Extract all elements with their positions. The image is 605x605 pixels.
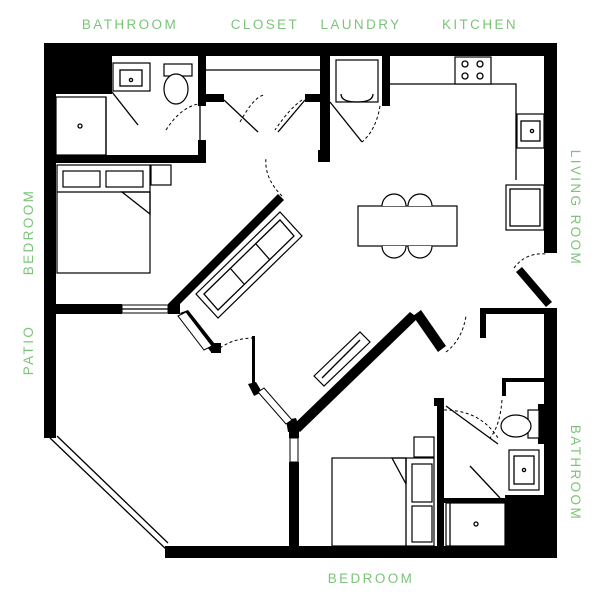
interior-walls: [56, 56, 552, 546]
top-bathroom-fixtures: [55, 62, 193, 156]
label-patio: PATIO: [21, 325, 36, 376]
dining-table-icon: [357, 205, 458, 247]
label-bathroom-right: BATHROOM: [568, 425, 583, 521]
sofa-icon: [195, 211, 303, 319]
toilet-icon: [163, 73, 189, 105]
stove-icon: [454, 56, 492, 85]
label-bedroom-bottom: BEDROOM: [328, 571, 415, 586]
sink-icon: [112, 62, 151, 92]
patio-edge: [49, 435, 169, 552]
kitchen-fixtures: [390, 56, 545, 231]
windows: [121, 304, 299, 463]
label-living-room: LIVING ROOM: [568, 150, 583, 266]
label-bathroom-top: BATHROOM: [82, 17, 178, 32]
sofa: [195, 211, 303, 319]
exterior-walls: [44, 43, 557, 558]
right-bathroom-fixtures: [445, 409, 540, 547]
label-laundry: LAUNDRY: [320, 17, 401, 32]
left-bedroom-furniture: [56, 164, 172, 274]
laundry-fixtures: [335, 59, 379, 103]
bottom-bedroom-furniture: [331, 436, 435, 547]
label-closet: CLOSET: [231, 17, 299, 32]
tv-console: [313, 331, 371, 387]
nightstand-icon: [150, 164, 172, 186]
dining-set: [357, 193, 458, 259]
nightstand-icon-2: [413, 436, 435, 458]
door-swings: [165, 94, 547, 445]
room-labels: BATHROOM CLOSET LAUNDRY KITCHEN LIVING R…: [21, 17, 583, 586]
label-kitchen: KITCHEN: [442, 17, 518, 32]
washer-icon: [335, 59, 379, 103]
shower-icon-2: [445, 502, 506, 547]
toilet-icon-2: [500, 414, 532, 438]
shower-icon: [55, 96, 107, 156]
fridge-icon: [505, 184, 545, 231]
label-bedroom-left: BEDROOM: [21, 189, 36, 276]
